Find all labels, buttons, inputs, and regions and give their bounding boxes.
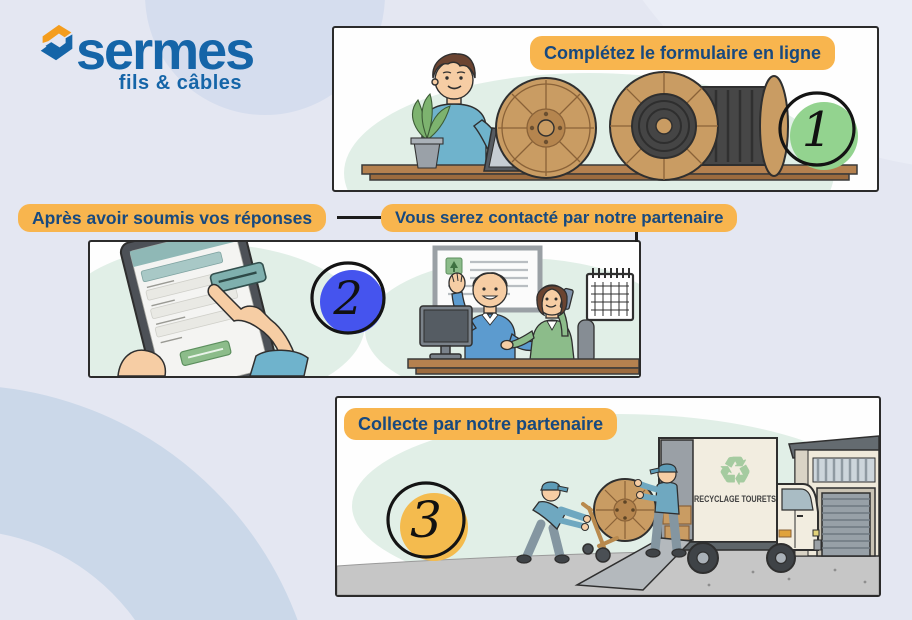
sermes-logo: sermes fils & câbles <box>34 22 294 94</box>
step-3-illustration: ♻ RECYCLAGE TOURETS <box>337 414 879 595</box>
cable-reel-with-cable-icon <box>609 71 789 181</box>
step-2-illustration <box>90 242 639 376</box>
hand-truck-icon <box>581 502 619 563</box>
worker-pushing-icon <box>516 481 591 564</box>
sermes-logo-icon <box>40 24 73 61</box>
support-woman-on-phone-icon <box>500 284 575 361</box>
step-1-number-badge: 1 <box>772 84 864 181</box>
logo-name: sermes <box>76 21 255 81</box>
step-1-circle-outline <box>778 91 856 167</box>
step-2-panel <box>88 240 641 378</box>
pointing-hand-icon <box>117 283 309 376</box>
step-1-circle-fill <box>790 102 858 170</box>
monitor-icon <box>419 305 473 360</box>
step-3-label-badge: Collecte par notre partenaire <box>344 408 618 440</box>
desk-icon <box>361 164 858 181</box>
truck-signage-text: RECYCLAGE TOURETS <box>694 494 776 505</box>
step-2-circle-outline <box>310 261 386 335</box>
worker-loading-icon <box>634 463 687 558</box>
desk-icon <box>407 358 639 375</box>
step-1-number: 1 <box>802 102 833 158</box>
step-1-label-badge: Complétez le formulaire en ligne <box>530 36 836 70</box>
chair-icon <box>577 319 595 365</box>
step-3-circle-fill <box>400 493 468 561</box>
loading-ramp <box>574 537 693 591</box>
step-2-number: 2 <box>332 271 362 325</box>
background-ring-bottom-left <box>0 385 320 620</box>
step-2-number-badge: 2 <box>308 258 388 343</box>
step-3-number-badge: 3 <box>384 477 472 570</box>
road-speckles <box>707 568 867 587</box>
step-3-number: 3 <box>410 491 442 549</box>
badge-connector-tick <box>635 232 638 242</box>
cable-reel-icon <box>495 77 597 179</box>
potted-plant-icon <box>410 92 451 169</box>
step-3-panel: ♻ RECYCLAGE TOURETS <box>335 396 881 597</box>
badge-connector-line <box>337 216 384 219</box>
logo-blue-chevron <box>40 34 73 61</box>
logo-tagline: fils & câbles <box>118 72 242 94</box>
calendar-icon <box>585 268 635 322</box>
step-2-circle-fill <box>320 270 384 334</box>
logo-blue-dash <box>45 42 62 53</box>
step-2-right-label-badge: Vous serez contacté par notre partenaire <box>381 204 738 232</box>
step-3-circle-outline <box>386 481 466 559</box>
recycle-icon: ♻ <box>718 451 752 493</box>
step-2-left-label-badge: Après avoir soumis vos réponses <box>18 204 327 232</box>
tablet-form-icon <box>117 242 309 376</box>
step-1-illustration <box>344 53 858 190</box>
logo-orange-chevron <box>42 24 72 44</box>
